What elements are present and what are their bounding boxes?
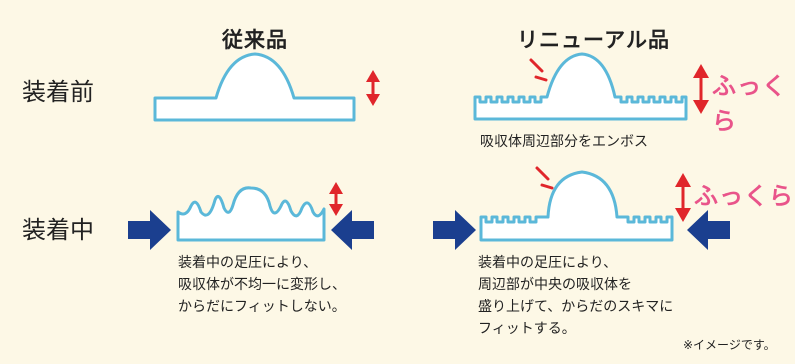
renewal-note-line: フィットする。 <box>478 321 576 337</box>
renewal-pad-before <box>473 52 688 121</box>
height-arrow-conventional-before <box>366 70 380 106</box>
column-title-conventional: 従来品 <box>222 28 288 52</box>
footnote: ※イメージです。 <box>683 338 776 352</box>
renewal-note: 装着中の足圧により、 周辺部が中央の吸収体を 盛り上げて、からだのスキマに フィ… <box>478 252 673 340</box>
conventional-note-line: からだにフィットしない。 <box>178 299 346 315</box>
renewal-note-line: 盛り上げて、からだのスキマに <box>478 299 674 315</box>
pressure-arrow-conventional-right <box>331 210 374 250</box>
conventional-pad-before <box>153 52 356 122</box>
conventional-note-line: 吸収体が不均一に変形し、 <box>178 277 346 293</box>
emphasis-mark-during <box>535 166 554 190</box>
pressure-arrow-renewal-left <box>433 210 476 250</box>
renewal-note-line: 装着中の足圧により、 <box>478 255 618 271</box>
conventional-note-line: 装着中の足圧により、 <box>178 255 318 271</box>
row-label-during: 装着中 <box>22 216 94 244</box>
conventional-pad-during <box>176 186 326 242</box>
row-label-before: 装着前 <box>22 78 94 106</box>
conventional-note: 装着中の足圧により、 吸収体が不均一に変形し、 からだにフィットしない。 <box>178 252 346 318</box>
fukkura-label-during: ふっくら <box>694 182 794 210</box>
renewal-pad-during <box>479 170 674 242</box>
emphasis-mark-before <box>529 58 548 82</box>
emboss-caption: 吸収体周辺部分をエンボス <box>480 134 648 150</box>
fukkura-label-before: ふっくら <box>712 72 787 135</box>
pressure-arrow-renewal-right <box>687 210 730 250</box>
height-arrow-conventional-during <box>329 182 343 216</box>
height-arrow-renewal-before <box>693 64 709 114</box>
column-title-renewal: リニューアル品 <box>517 28 670 52</box>
renewal-note-line: 周辺部が中央の吸収体を <box>478 277 632 293</box>
pressure-arrow-conventional-left <box>128 210 171 250</box>
height-arrow-renewal-during <box>675 173 691 222</box>
